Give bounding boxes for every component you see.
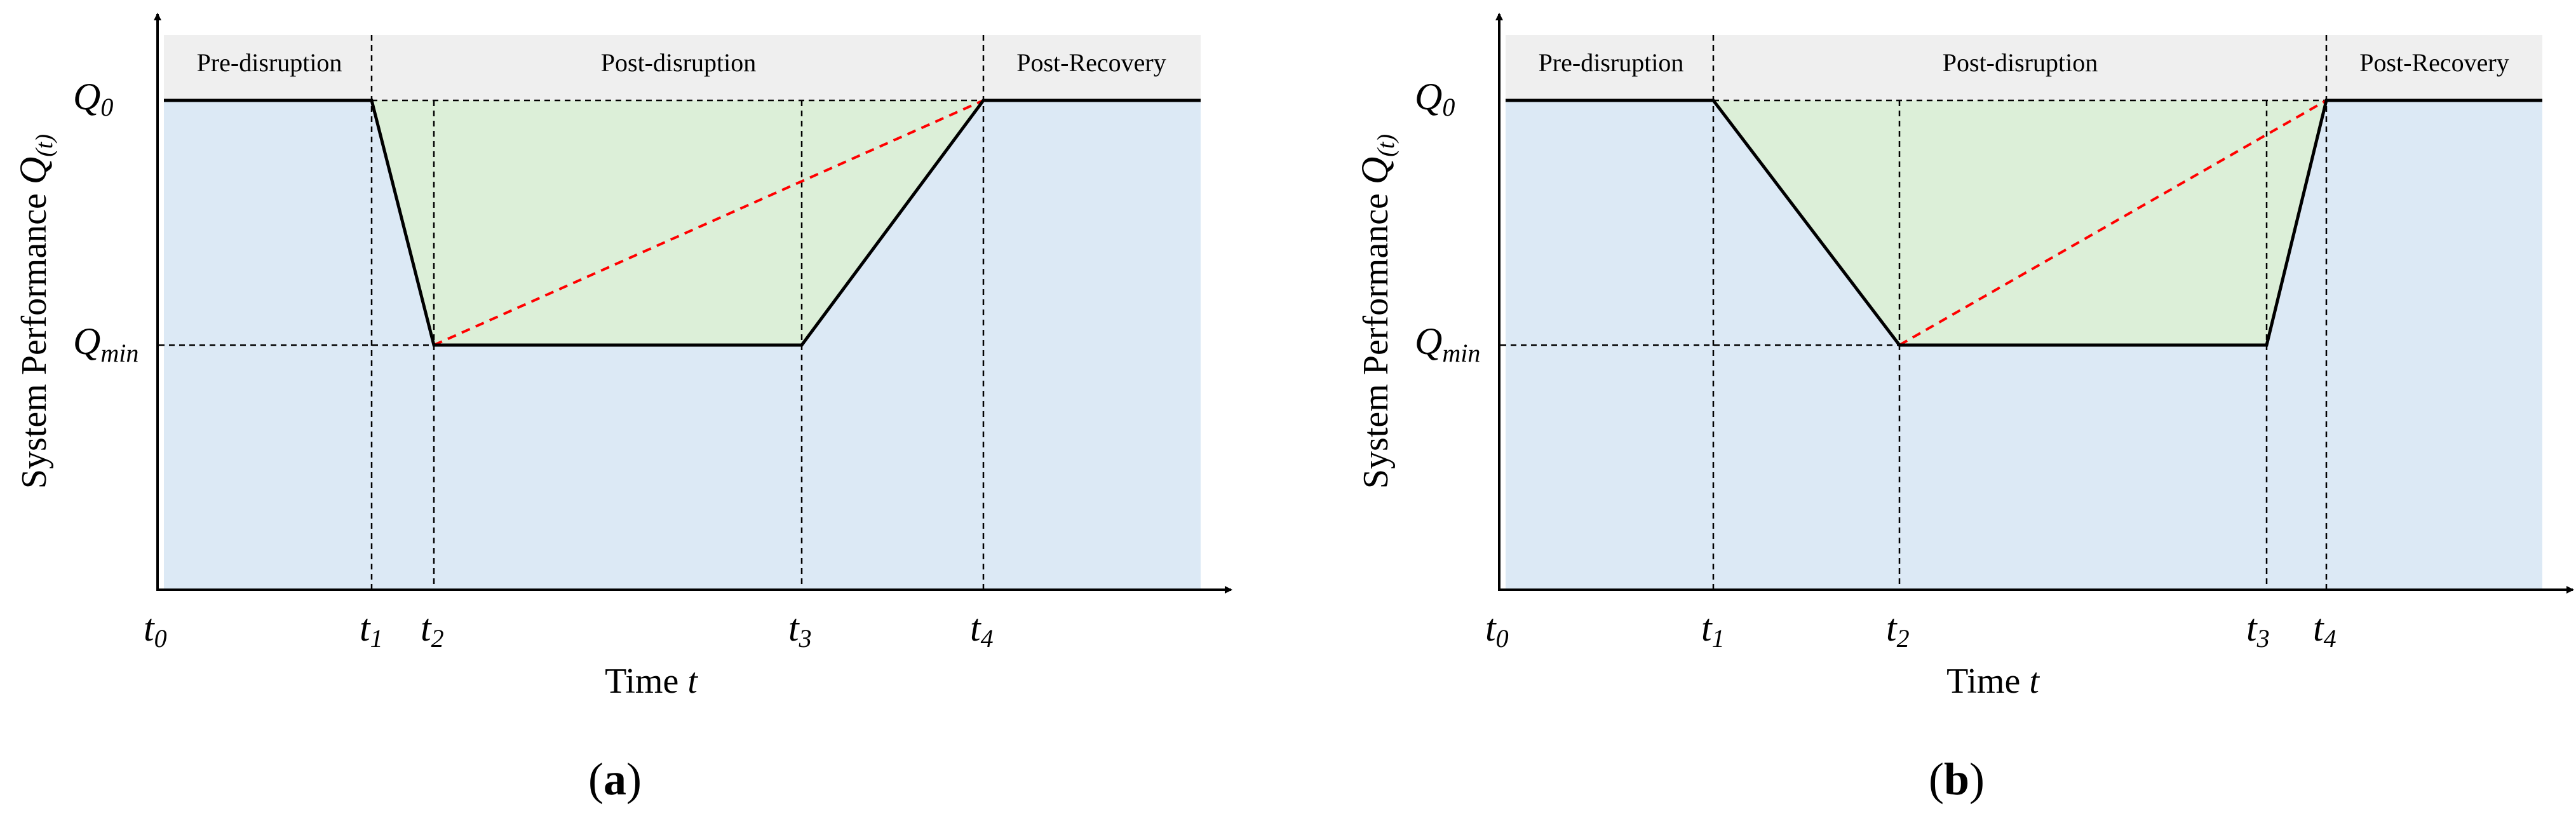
t2-label: t2 (1886, 607, 1910, 653)
band-label-pre: Pre-disruption (1539, 48, 1684, 77)
t4-label: t4 (2313, 607, 2337, 653)
qmin-label: Qmin (1415, 320, 1480, 367)
performance-curve (1506, 99, 2542, 347)
panel-caption-b: (b) (1929, 754, 1985, 805)
t3-label: t3 (788, 607, 812, 653)
band-label-post: Post-disruption (601, 48, 756, 77)
t4-label: t4 (970, 607, 994, 653)
y-axis-title: System Performance Q(t) (1354, 134, 1399, 489)
t0-label: t0 (1485, 607, 1509, 653)
performance-curve (164, 99, 1201, 347)
performance-loss-area (1713, 100, 2326, 345)
t0-label: t0 (144, 607, 167, 653)
t1-label: t1 (360, 607, 383, 653)
red-dashed-recovery-line (1899, 99, 2327, 346)
panel-a: Pre-disruption Post-disruption Post-Reco… (12, 13, 1232, 805)
red-dashed-recovery-line (433, 99, 984, 346)
q0-label: Q0 (73, 76, 113, 121)
band-label-recovery: Post-Recovery (1016, 48, 1166, 77)
phase-band-background (164, 35, 1201, 100)
t3-label: t3 (2246, 607, 2270, 653)
x-axis-title: Time t (1946, 662, 2040, 701)
qmin-label: Qmin (73, 320, 138, 367)
phase-band-background (1506, 35, 2542, 100)
band-label-pre: Pre-disruption (197, 48, 342, 77)
panel-caption-a: (a) (588, 754, 642, 805)
t2-label: t2 (421, 607, 444, 653)
panel-b: Pre-disruption Post-disruption Post-Reco… (1354, 13, 2574, 805)
y-axis-title: System Performance Q(t) (12, 134, 58, 489)
performance-loss-area (372, 100, 983, 345)
q0-label: Q0 (1415, 76, 1455, 121)
band-label-recovery: Post-Recovery (2359, 48, 2509, 77)
t1-label: t1 (1701, 607, 1725, 653)
band-label-post: Post-disruption (1943, 48, 2098, 77)
x-axis-title: Time t (605, 662, 698, 701)
